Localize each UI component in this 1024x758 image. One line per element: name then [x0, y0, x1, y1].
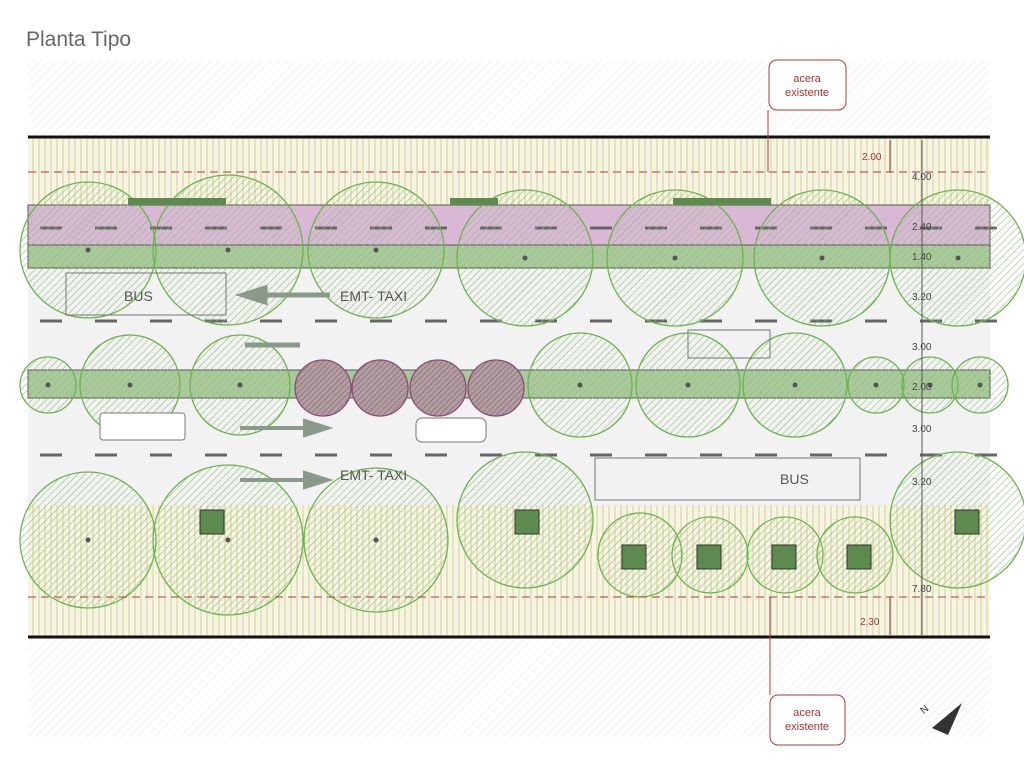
callout-bottom-line1: acera [793, 707, 821, 719]
trees [19, 174, 1024, 616]
lane-dash [590, 226, 612, 230]
callout-top [768, 59, 847, 111]
dimension-label: 4.00 [912, 172, 932, 183]
lane-dash [865, 453, 887, 457]
arrow-left-icon [234, 284, 330, 306]
bench [450, 198, 498, 205]
arrow-right-icon [240, 418, 334, 438]
lane-dash [315, 319, 337, 323]
dimension-label: 3.20 [912, 292, 932, 303]
bus-top [65, 272, 227, 316]
callout-top-line1: acera [793, 73, 821, 85]
tree-pit [954, 509, 980, 535]
lane-dash [150, 453, 172, 457]
lane-dash [590, 319, 612, 323]
lane-dash [700, 453, 722, 457]
dimension-label: 3.00 [912, 342, 932, 353]
lane-dash [40, 453, 62, 457]
dimension-label: 3.00 [912, 424, 932, 435]
bus-bottom [594, 457, 861, 501]
lane-dash [425, 453, 447, 457]
dimension-label: 2.40 [912, 222, 932, 233]
lane-dash [755, 319, 777, 323]
callout-bottom [769, 694, 846, 746]
lane-dash [425, 319, 447, 323]
dimension-label: 3.20 [912, 477, 932, 488]
dimension-label: 2.00 [912, 382, 932, 393]
callout-top-line2: existente [785, 87, 829, 99]
lane-dash [260, 453, 282, 457]
lane-dash [975, 319, 997, 323]
label-bus-top: BUS [124, 288, 153, 304]
lane-dash [95, 319, 117, 323]
dim-bottom-existing: 2.30 [860, 617, 880, 628]
tree-pit [846, 544, 872, 570]
dimension-label: 1.40 [912, 252, 932, 263]
bench [673, 198, 771, 205]
arrow-right-icon [240, 470, 334, 490]
tree-pit [199, 509, 225, 535]
lane-dash [260, 319, 282, 323]
outside-area-bottom [28, 637, 990, 737]
tree-pit [696, 544, 722, 570]
flowering-tree [409, 359, 467, 417]
lane-dash [920, 453, 942, 457]
lane-dash [755, 453, 777, 457]
label-emt-taxi-top: EMT- TAXI [340, 288, 407, 304]
plan-title: Planta Tipo [26, 28, 132, 51]
callout-bottom-line2: existente [785, 721, 829, 733]
lane-dash [370, 319, 392, 323]
dimension-label: 7.80 [912, 584, 932, 595]
lane-dash [370, 453, 392, 457]
lane-dash [205, 453, 227, 457]
tree-pit [514, 509, 540, 535]
lane-dash [590, 453, 612, 457]
tree-pit [621, 544, 647, 570]
lane-dash [975, 453, 997, 457]
dim-top-existing: 2.00 [862, 152, 882, 163]
truck [687, 329, 771, 359]
flowering-tree [294, 359, 352, 417]
flowering-tree [351, 359, 409, 417]
car [415, 417, 487, 443]
van [99, 412, 186, 441]
label-bus-bottom: BUS [780, 471, 809, 487]
lane-dash [645, 453, 667, 457]
lane-dash [315, 453, 337, 457]
lane-dash [865, 319, 887, 323]
lane-dash [700, 319, 722, 323]
lane-dash [95, 453, 117, 457]
lane-dash [150, 319, 172, 323]
label-emt-taxi-bottom: EMT- TAXI [340, 467, 407, 483]
lane-dash [480, 319, 502, 323]
lane-dash [810, 453, 832, 457]
lane-dash [40, 319, 62, 323]
lane-dash [480, 453, 502, 457]
tree-pit [771, 544, 797, 570]
bench [128, 198, 226, 205]
flowering-tree [467, 359, 525, 417]
